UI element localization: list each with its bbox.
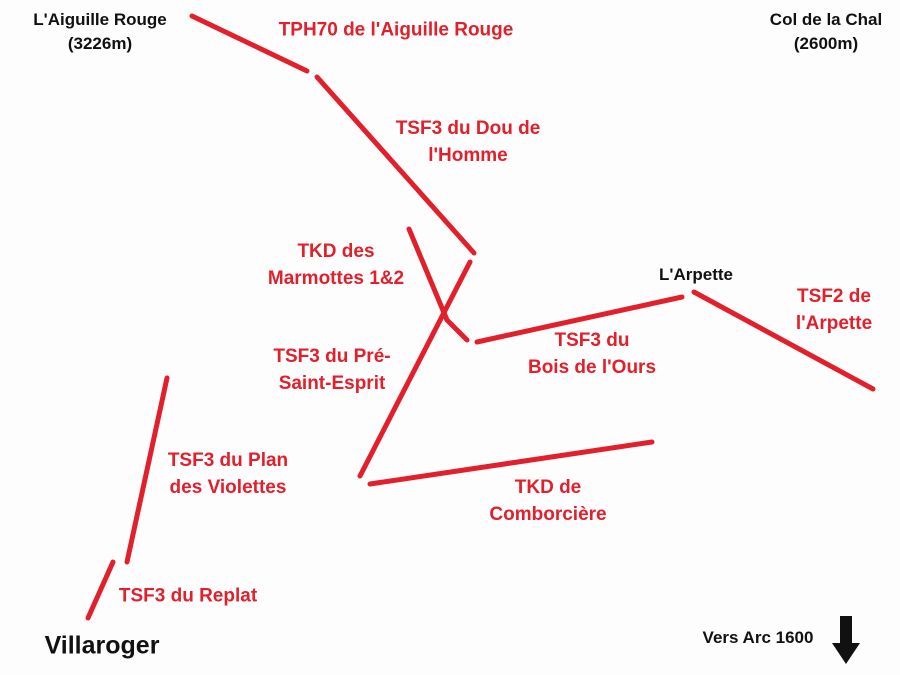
place-aiguille-rouge: L'Aiguille Rouge (3226m) (33, 8, 166, 56)
lift-label-line: TKD de (514, 477, 582, 499)
place-name: Col de la Chal (769, 9, 883, 29)
lift-label-line: TSF3 du Pré- (273, 346, 391, 368)
lift-line-marmottes[interactable] (406, 226, 470, 343)
arrow-down-icon (832, 616, 860, 664)
lift-label-line: Bois de l'Ours (527, 357, 657, 378)
lift-label-replat[interactable]: TSF3 du Replat (119, 584, 257, 611)
lift-label-line: TSF2 de (797, 286, 871, 308)
lift-label-plan-violettes[interactable]: TSF3 du Plan des Violettes (168, 448, 288, 502)
lift-line-dou-homme[interactable] (314, 74, 477, 256)
lift-line-replat[interactable] (85, 559, 116, 621)
direction-vers-arc: Vers Arc 1600 (702, 627, 814, 647)
lift-label-marmottes[interactable]: TKD des Marmottes 1&2 (268, 239, 404, 293)
lift-label-line: TSF3 du Plan (167, 450, 289, 472)
lift-line-bois-ours[interactable] (474, 294, 685, 345)
lift-label-line: l'Homme (428, 145, 508, 166)
place-arpette: L'Arpette (659, 264, 733, 284)
lift-label-line: TSF3 du Replat (118, 585, 258, 607)
place-col-de-la-chal: Col de la Chal (2600m) (770, 8, 882, 56)
lift-label-line: Saint-Esprit (278, 373, 386, 394)
lift-label-line: Comborcière (489, 504, 607, 525)
lift-label-line: Marmottes 1&2 (267, 268, 405, 289)
lift-line-arpette[interactable] (691, 289, 876, 392)
lift-label-line: TKD des (297, 241, 375, 263)
lift-label-bois-ours[interactable]: TSF3 du Bois de l'Ours (528, 328, 656, 382)
lift-line-tph70[interactable] (189, 13, 310, 74)
lift-label-line: l'Arpette (795, 313, 873, 334)
lift-line-comborciere[interactable] (367, 439, 655, 487)
lift-label-line: des Violettes (169, 477, 287, 498)
lift-label-pre-saint-esprit[interactable]: TSF3 du Pré- Saint-Esprit (273, 344, 390, 398)
place-altitude: (3226m) (67, 34, 133, 53)
place-name: L'Aiguille Rouge (33, 9, 167, 29)
lift-label-line: TPH70 de l'Aiguille Rouge (278, 19, 514, 41)
place-altitude: (2600m) (793, 34, 859, 53)
lift-label-comborciere[interactable]: TKD de Comborcière (489, 475, 606, 529)
lift-label-tph70[interactable]: TPH70 de l'Aiguille Rouge (279, 18, 514, 45)
place-villaroger: Villaroger (44, 631, 160, 660)
lift-label-arpette[interactable]: TSF2 de l'Arpette (796, 284, 872, 338)
lift-line-plan-violettes[interactable] (124, 375, 170, 565)
lift-label-line: TSF3 du Dou de (395, 118, 541, 140)
lift-label-line: TSF3 du (554, 330, 630, 352)
lift-label-dou-homme[interactable]: TSF3 du Dou de l'Homme (396, 116, 541, 170)
lift-line-pre-saint-esprit[interactable] (357, 259, 473, 479)
